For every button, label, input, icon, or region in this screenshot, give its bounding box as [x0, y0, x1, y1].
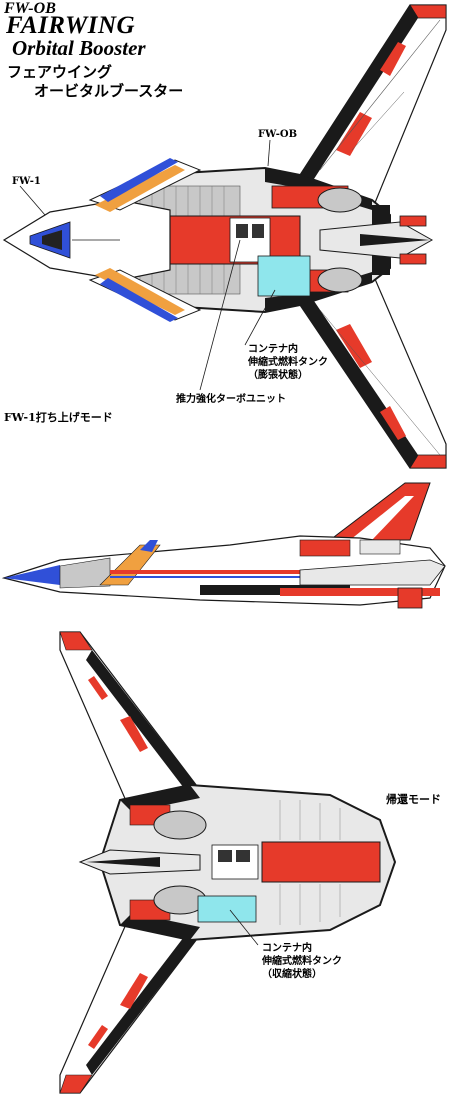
fw1-orbiter-top [2, 158, 202, 322]
title-jp-line2: オービタルブースター [34, 82, 184, 100]
label-tank-retracted-1: コンテナ内 [262, 943, 312, 954]
label-launch-mode: FW-1打ち上げモード [4, 411, 113, 424]
label-fwob: FW-OB [258, 129, 298, 140]
side-view [1, 482, 446, 609]
label-fw1: FW-1 [12, 176, 41, 187]
title-name: FAIRWING [6, 12, 136, 39]
label-turbo-unit: 推力強化ターボユニット [176, 394, 286, 405]
label-tank-expanded-2: 伸縮式燃料タンク [248, 357, 328, 368]
return-mode-top-view [59, 631, 397, 1094]
label-return-mode: 帰還モード [386, 793, 441, 806]
title-code: FW-OB [4, 0, 56, 17]
title-block: FW-OB FAIRWING Orbital Booster フェアウイング オ… [0, 0, 260, 100]
label-tank-retracted-3: （収縮状態） [262, 969, 322, 980]
launch-mode-top-view [2, 4, 447, 469]
title-jp-line1: フェアウイング [7, 63, 113, 81]
label-tank-expanded-3: （膨張状態） [248, 370, 308, 381]
upper-wing [299, 4, 447, 211]
label-tank-expanded-1: コンテナ内 [248, 344, 298, 355]
title-subtitle: Orbital Booster [12, 36, 146, 60]
lower-wing [299, 271, 447, 469]
label-tank-retracted-2: 伸縮式燃料タンク [262, 956, 342, 967]
